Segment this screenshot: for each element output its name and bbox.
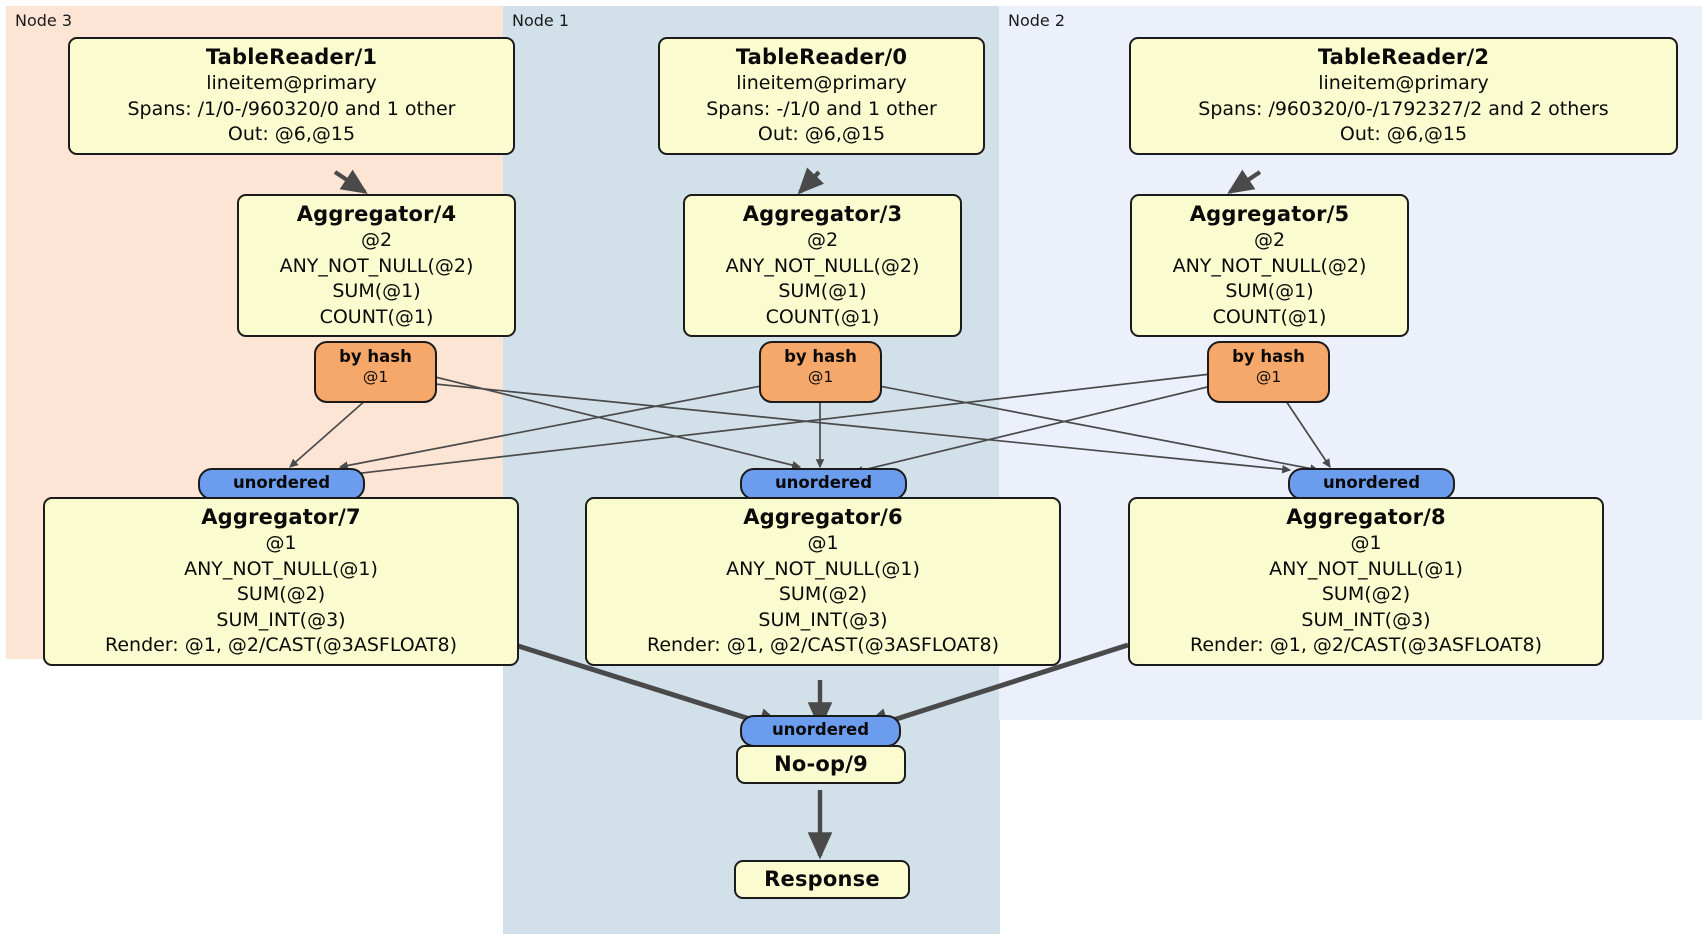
processor-aggregator-6[interactable]: Aggregator/6 @1 ANY_NOT_NULL(@1) SUM(@2)… (585, 497, 1061, 666)
processor-line: @1 (1350, 532, 1382, 554)
processor-title: TableReader/2 (1317, 45, 1490, 69)
processor-title: Aggregator/4 (296, 202, 457, 226)
synchronizer-label: unordered (771, 720, 870, 739)
processor-line: SUM(@1) (332, 280, 421, 302)
processor-title: Aggregator/6 (743, 505, 903, 529)
processor-line: SUM(@1) (1225, 280, 1314, 302)
router-column-label: @1 (807, 368, 834, 386)
router-kind-label: by hash (1232, 347, 1305, 366)
processor-title: No-op/9 (774, 752, 868, 776)
processor-line: SUM(@2) (1321, 583, 1411, 605)
processor-line: SUM(@2) (236, 583, 326, 605)
processor-line: @2 (806, 229, 839, 251)
processor-line: Spans: -/1/0 and 1 other (706, 97, 937, 120)
router-kind-label: by hash (339, 347, 412, 366)
processor-line: ANY_NOT_NULL(@2) (725, 254, 920, 277)
processor-line: ANY_NOT_NULL(@1) (184, 557, 378, 580)
processor-line: ANY_NOT_NULL(@2) (1172, 254, 1367, 277)
processor-line: ANY_NOT_NULL(@2) (279, 254, 474, 277)
processor-title: Response (764, 867, 880, 891)
router-kind-label: by hash (784, 347, 857, 366)
router-by-hash-left[interactable]: by hash @1 (314, 341, 437, 403)
processor-line: ANY_NOT_NULL(@1) (726, 557, 920, 580)
synchronizer-unordered-final[interactable]: unordered (740, 715, 901, 747)
processor-line: lineitem@primary (1318, 72, 1489, 94)
processor-line: lineitem@primary (206, 72, 377, 94)
processor-line: SUM_INT(@3) (216, 608, 346, 631)
router-column-label: @1 (1255, 368, 1282, 386)
processor-aggregator-4[interactable]: Aggregator/4 @2 ANY_NOT_NULL(@2) SUM(@1)… (237, 194, 516, 337)
processor-line: COUNT(@1) (765, 305, 880, 328)
processor-line: @1 (807, 532, 839, 554)
synchronizer-unordered-left[interactable]: unordered (198, 468, 365, 500)
processor-line: @1 (265, 532, 297, 554)
processor-aggregator-5[interactable]: Aggregator/5 @2 ANY_NOT_NULL(@2) SUM(@1)… (1130, 194, 1409, 337)
processor-line: Out: @6,@15 (757, 123, 886, 145)
processor-line: Out: @6,@15 (227, 123, 356, 145)
processor-title: Aggregator/5 (1189, 202, 1350, 226)
node-panel-label: Node 2 (1008, 11, 1066, 30)
node-panel-label: Node 3 (15, 11, 73, 30)
processor-line: Spans: /960320/0-/1792327/2 and 2 others (1198, 97, 1609, 120)
node-panel-label: Node 1 (512, 11, 570, 30)
synchronizer-label: unordered (1322, 473, 1421, 492)
processor-line: lineitem@primary (736, 72, 907, 94)
processor-line: @2 (360, 229, 393, 251)
processor-aggregator-7[interactable]: Aggregator/7 @1 ANY_NOT_NULL(@1) SUM(@2)… (43, 497, 519, 666)
synchronizer-label: unordered (232, 473, 331, 492)
processor-title: Aggregator/8 (1286, 505, 1446, 529)
processor-line: SUM_INT(@3) (758, 608, 888, 631)
processor-line: SUM(@1) (778, 280, 867, 302)
router-column-label: @1 (362, 368, 389, 386)
router-by-hash-right[interactable]: by hash @1 (1207, 341, 1330, 403)
synchronizer-label: unordered (774, 473, 873, 492)
processor-title: TableReader/1 (205, 45, 378, 69)
processor-line: COUNT(@1) (319, 305, 434, 328)
processor-line: ANY_NOT_NULL(@1) (1269, 557, 1463, 580)
processor-line: Render: @1, @2/CAST(@3ASFLOAT8) (647, 634, 999, 656)
processor-line: Render: @1, @2/CAST(@3ASFLOAT8) (105, 634, 457, 656)
processor-aggregator-8[interactable]: Aggregator/8 @1 ANY_NOT_NULL(@1) SUM(@2)… (1128, 497, 1604, 666)
processor-line: COUNT(@1) (1212, 305, 1327, 328)
synchronizer-unordered-middle[interactable]: unordered (740, 468, 907, 500)
processor-tablereader-1[interactable]: TableReader/1 lineitem@primary Spans: /1… (68, 37, 515, 155)
processor-tablereader-0[interactable]: TableReader/0 lineitem@primary Spans: -/… (658, 37, 985, 155)
processor-line: Out: @6,@15 (1339, 123, 1468, 145)
processor-line: SUM(@2) (778, 583, 868, 605)
router-by-hash-middle[interactable]: by hash @1 (759, 341, 882, 403)
processor-no-op-9[interactable]: No-op/9 (736, 745, 906, 784)
processor-title: Aggregator/7 (201, 505, 361, 529)
processor-line: SUM_INT(@3) (1301, 608, 1431, 631)
processor-title: Aggregator/3 (742, 202, 903, 226)
processor-response[interactable]: Response (734, 860, 910, 899)
processor-tablereader-2[interactable]: TableReader/2 lineitem@primary Spans: /9… (1129, 37, 1678, 155)
processor-line: Spans: /1/0-/960320/0 and 1 other (127, 97, 456, 120)
processor-line: Render: @1, @2/CAST(@3ASFLOAT8) (1190, 634, 1542, 656)
processor-line: @2 (1253, 229, 1286, 251)
synchronizer-unordered-right[interactable]: unordered (1288, 468, 1455, 500)
processor-aggregator-3[interactable]: Aggregator/3 @2 ANY_NOT_NULL(@2) SUM(@1)… (683, 194, 962, 337)
processor-title: TableReader/0 (735, 45, 908, 69)
